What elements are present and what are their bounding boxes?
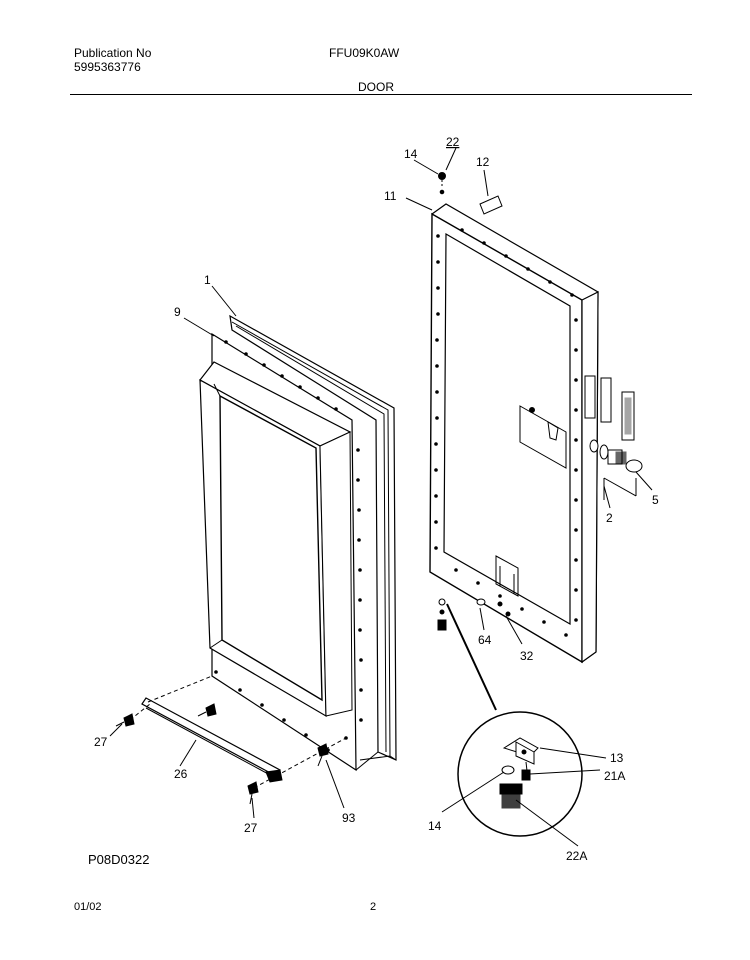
callout-1: 1: [204, 273, 211, 287]
callout-21a: 21A: [604, 769, 625, 783]
callout-5: 5: [652, 493, 659, 507]
callout-11: 11: [384, 189, 397, 203]
diagram-code: P08D0322: [88, 852, 150, 867]
outer-door-panel: [429, 203, 599, 664]
leader-lines: [109, 147, 653, 847]
callout-27-bottom: 27: [244, 821, 258, 835]
callout-14-detail: 14: [428, 819, 442, 833]
lock-assembly: [519, 377, 643, 500]
top-hardware: [438, 172, 503, 215]
callout-labels: 1 9 11 12 14 22 5 2 64 32 27 26 27 93 13…: [94, 135, 659, 863]
callout-26: 26: [174, 767, 188, 781]
callout-22a: 22A: [566, 849, 587, 863]
page-number: 2: [370, 901, 377, 913]
callout-64: 64: [478, 633, 492, 647]
callout-32: 32: [520, 649, 534, 663]
section-title: DOOR: [358, 80, 394, 94]
callout-14-top: 14: [404, 147, 418, 161]
header-rule: [70, 94, 692, 95]
hinge-detail-view: [446, 603, 583, 837]
footer-date: 01/02: [74, 901, 102, 913]
callout-22: 22: [446, 135, 460, 149]
callout-12: 12: [476, 155, 490, 169]
model-number: FFU09K0AW: [329, 46, 400, 60]
callout-13: 13: [610, 751, 624, 765]
publication-label: Publication No: [74, 46, 152, 60]
callout-93: 93: [342, 811, 356, 825]
callout-27-left: 27: [94, 735, 108, 749]
callout-9: 9: [174, 305, 181, 319]
publication-number: 5995363776: [74, 60, 141, 74]
toe-plate-assembly: [115, 675, 347, 805]
callout-2: 2: [606, 511, 613, 525]
door-liner-assembly: [199, 314, 397, 772]
bottom-hardware: [437, 598, 511, 631]
